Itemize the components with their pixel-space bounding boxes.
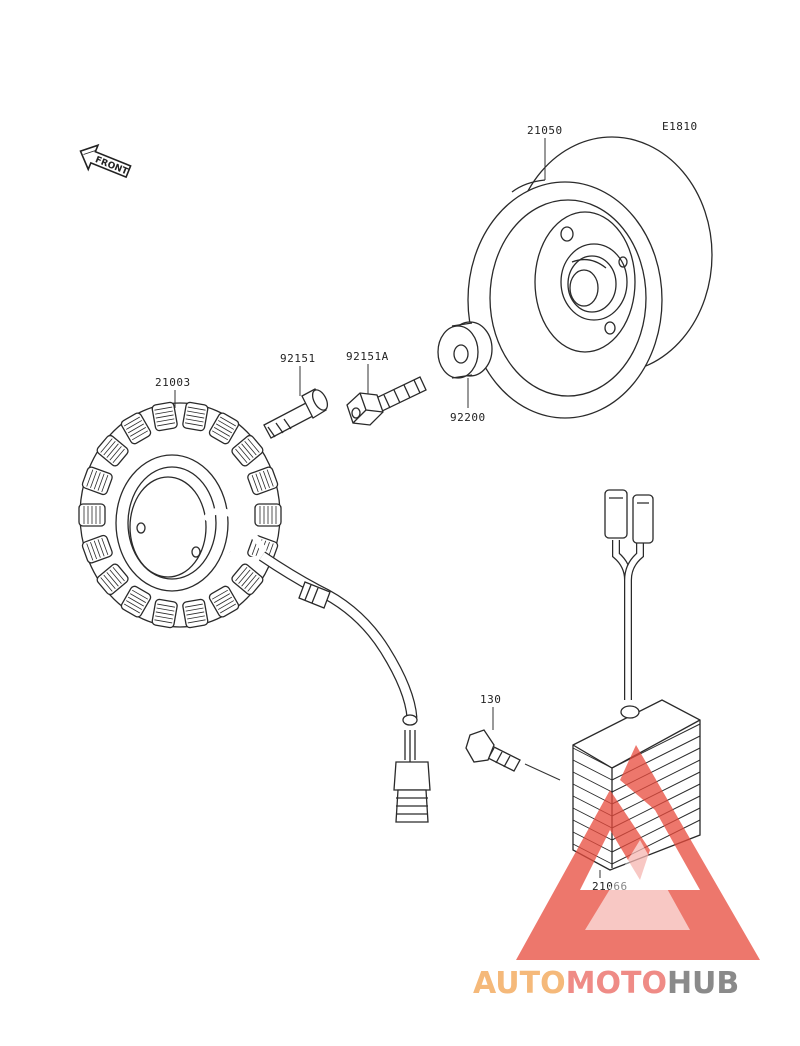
watermark-text: AUTOMOTOHUB — [473, 966, 739, 1001]
watermark-part3: HUB — [667, 966, 739, 1001]
stator-coil-pole — [81, 534, 113, 564]
regulator-part — [572, 489, 701, 871]
stator-coil-pole — [254, 503, 282, 527]
stator-part — [78, 401, 431, 823]
watermark-part2: MOTO — [566, 966, 667, 1001]
stator-coil-pole — [231, 434, 264, 467]
stator-coil-pole — [81, 466, 113, 496]
stator-coil-pole — [96, 434, 129, 467]
regulator-bolt-part — [465, 729, 521, 772]
stator-coil-pole — [120, 412, 152, 445]
label-washer: 92200 — [450, 411, 486, 424]
label-flywheel-bolt: 92151A — [346, 350, 389, 363]
stator-coil-pole — [120, 585, 152, 618]
stator-coil-pole — [208, 412, 240, 445]
label-stator-bolt: 92151 — [280, 352, 316, 365]
regulator-fin — [611, 723, 701, 769]
watermark-logo — [516, 745, 760, 960]
stator-coil-pole — [182, 598, 209, 629]
stator-coil-pole — [208, 585, 240, 618]
stator-coil-pole — [247, 466, 279, 496]
stator-coil-pole — [78, 503, 106, 527]
regulator-fin — [572, 759, 613, 781]
label-regulator: 21066 — [592, 880, 628, 893]
flywheel-bolt-part — [346, 376, 427, 426]
label-stator: 21003 — [155, 376, 191, 389]
washer-part — [437, 321, 493, 379]
label-flywheel: 21050 — [527, 124, 563, 137]
stator-coil-pole — [182, 401, 209, 432]
regulator-fin — [572, 747, 613, 769]
label-regulator-bolt: 130 — [480, 693, 501, 706]
front-arrow-icon: FRONT — [79, 143, 132, 179]
stator-coil-pole — [231, 563, 264, 596]
diagram-code: E1810 — [662, 120, 698, 133]
stator-bolt-part — [263, 388, 329, 439]
stator-coil-pole — [151, 401, 178, 432]
stator-coil-pole — [96, 563, 129, 596]
stator-coil-pole — [151, 598, 178, 629]
watermark-part1: AUTO — [473, 966, 566, 1001]
flywheel-part — [467, 136, 713, 419]
regulator-fin — [572, 771, 613, 793]
